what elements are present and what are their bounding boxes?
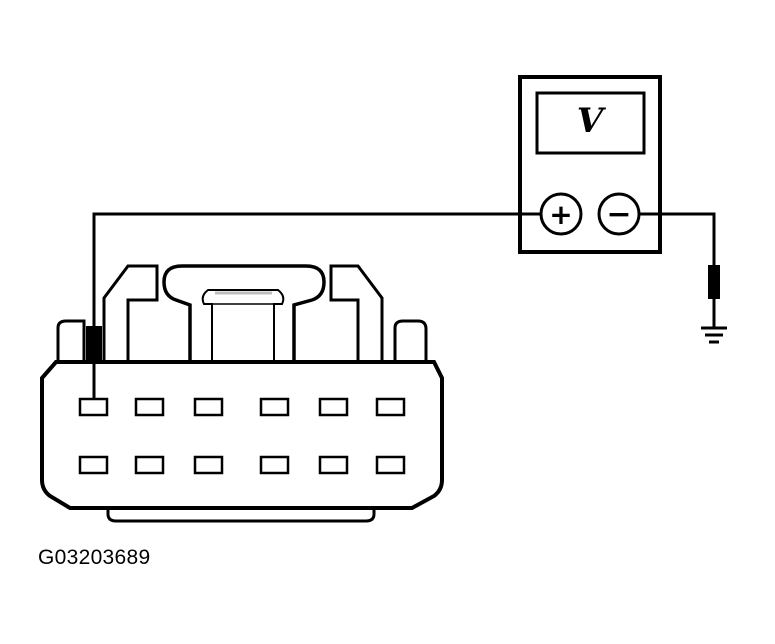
negative-lead-wire [639, 212, 716, 265]
negative-terminal-label: − [606, 197, 631, 232]
ground-probe-clip [708, 265, 720, 299]
pin-cavity [375, 455, 406, 475]
positive-terminal-label: + [549, 198, 572, 231]
voltmeter-display [535, 91, 646, 155]
pin-cavity [259, 455, 290, 475]
pin-cavity [318, 397, 349, 417]
pin-cavity [193, 455, 224, 475]
ground-icon [701, 326, 727, 344]
connector [40, 264, 444, 523]
pin-cavity [259, 397, 290, 417]
connector-right-tab [393, 319, 428, 362]
pin-cavity [193, 397, 224, 417]
pin-cavity [134, 455, 165, 475]
voltmeter-unit-label: V [577, 101, 607, 141]
figure-id-label: G03203689 [38, 546, 151, 569]
positive-lead-wire [92, 212, 541, 332]
pin-cavity [375, 397, 406, 417]
positive-probe [86, 326, 102, 360]
voltmeter: V + − [518, 75, 662, 254]
pin-cavity [78, 397, 109, 417]
connector-left-block [102, 264, 159, 362]
pin-row-1 [78, 397, 406, 417]
connector-right-block [329, 264, 384, 362]
connector-left-tab [56, 319, 86, 362]
pin-cavity [134, 397, 165, 417]
pin-row-2 [78, 455, 406, 475]
pin-cavity [318, 455, 349, 475]
connector-latch-button [201, 289, 285, 362]
pin-cavity [78, 455, 109, 475]
connector-body [40, 360, 444, 510]
